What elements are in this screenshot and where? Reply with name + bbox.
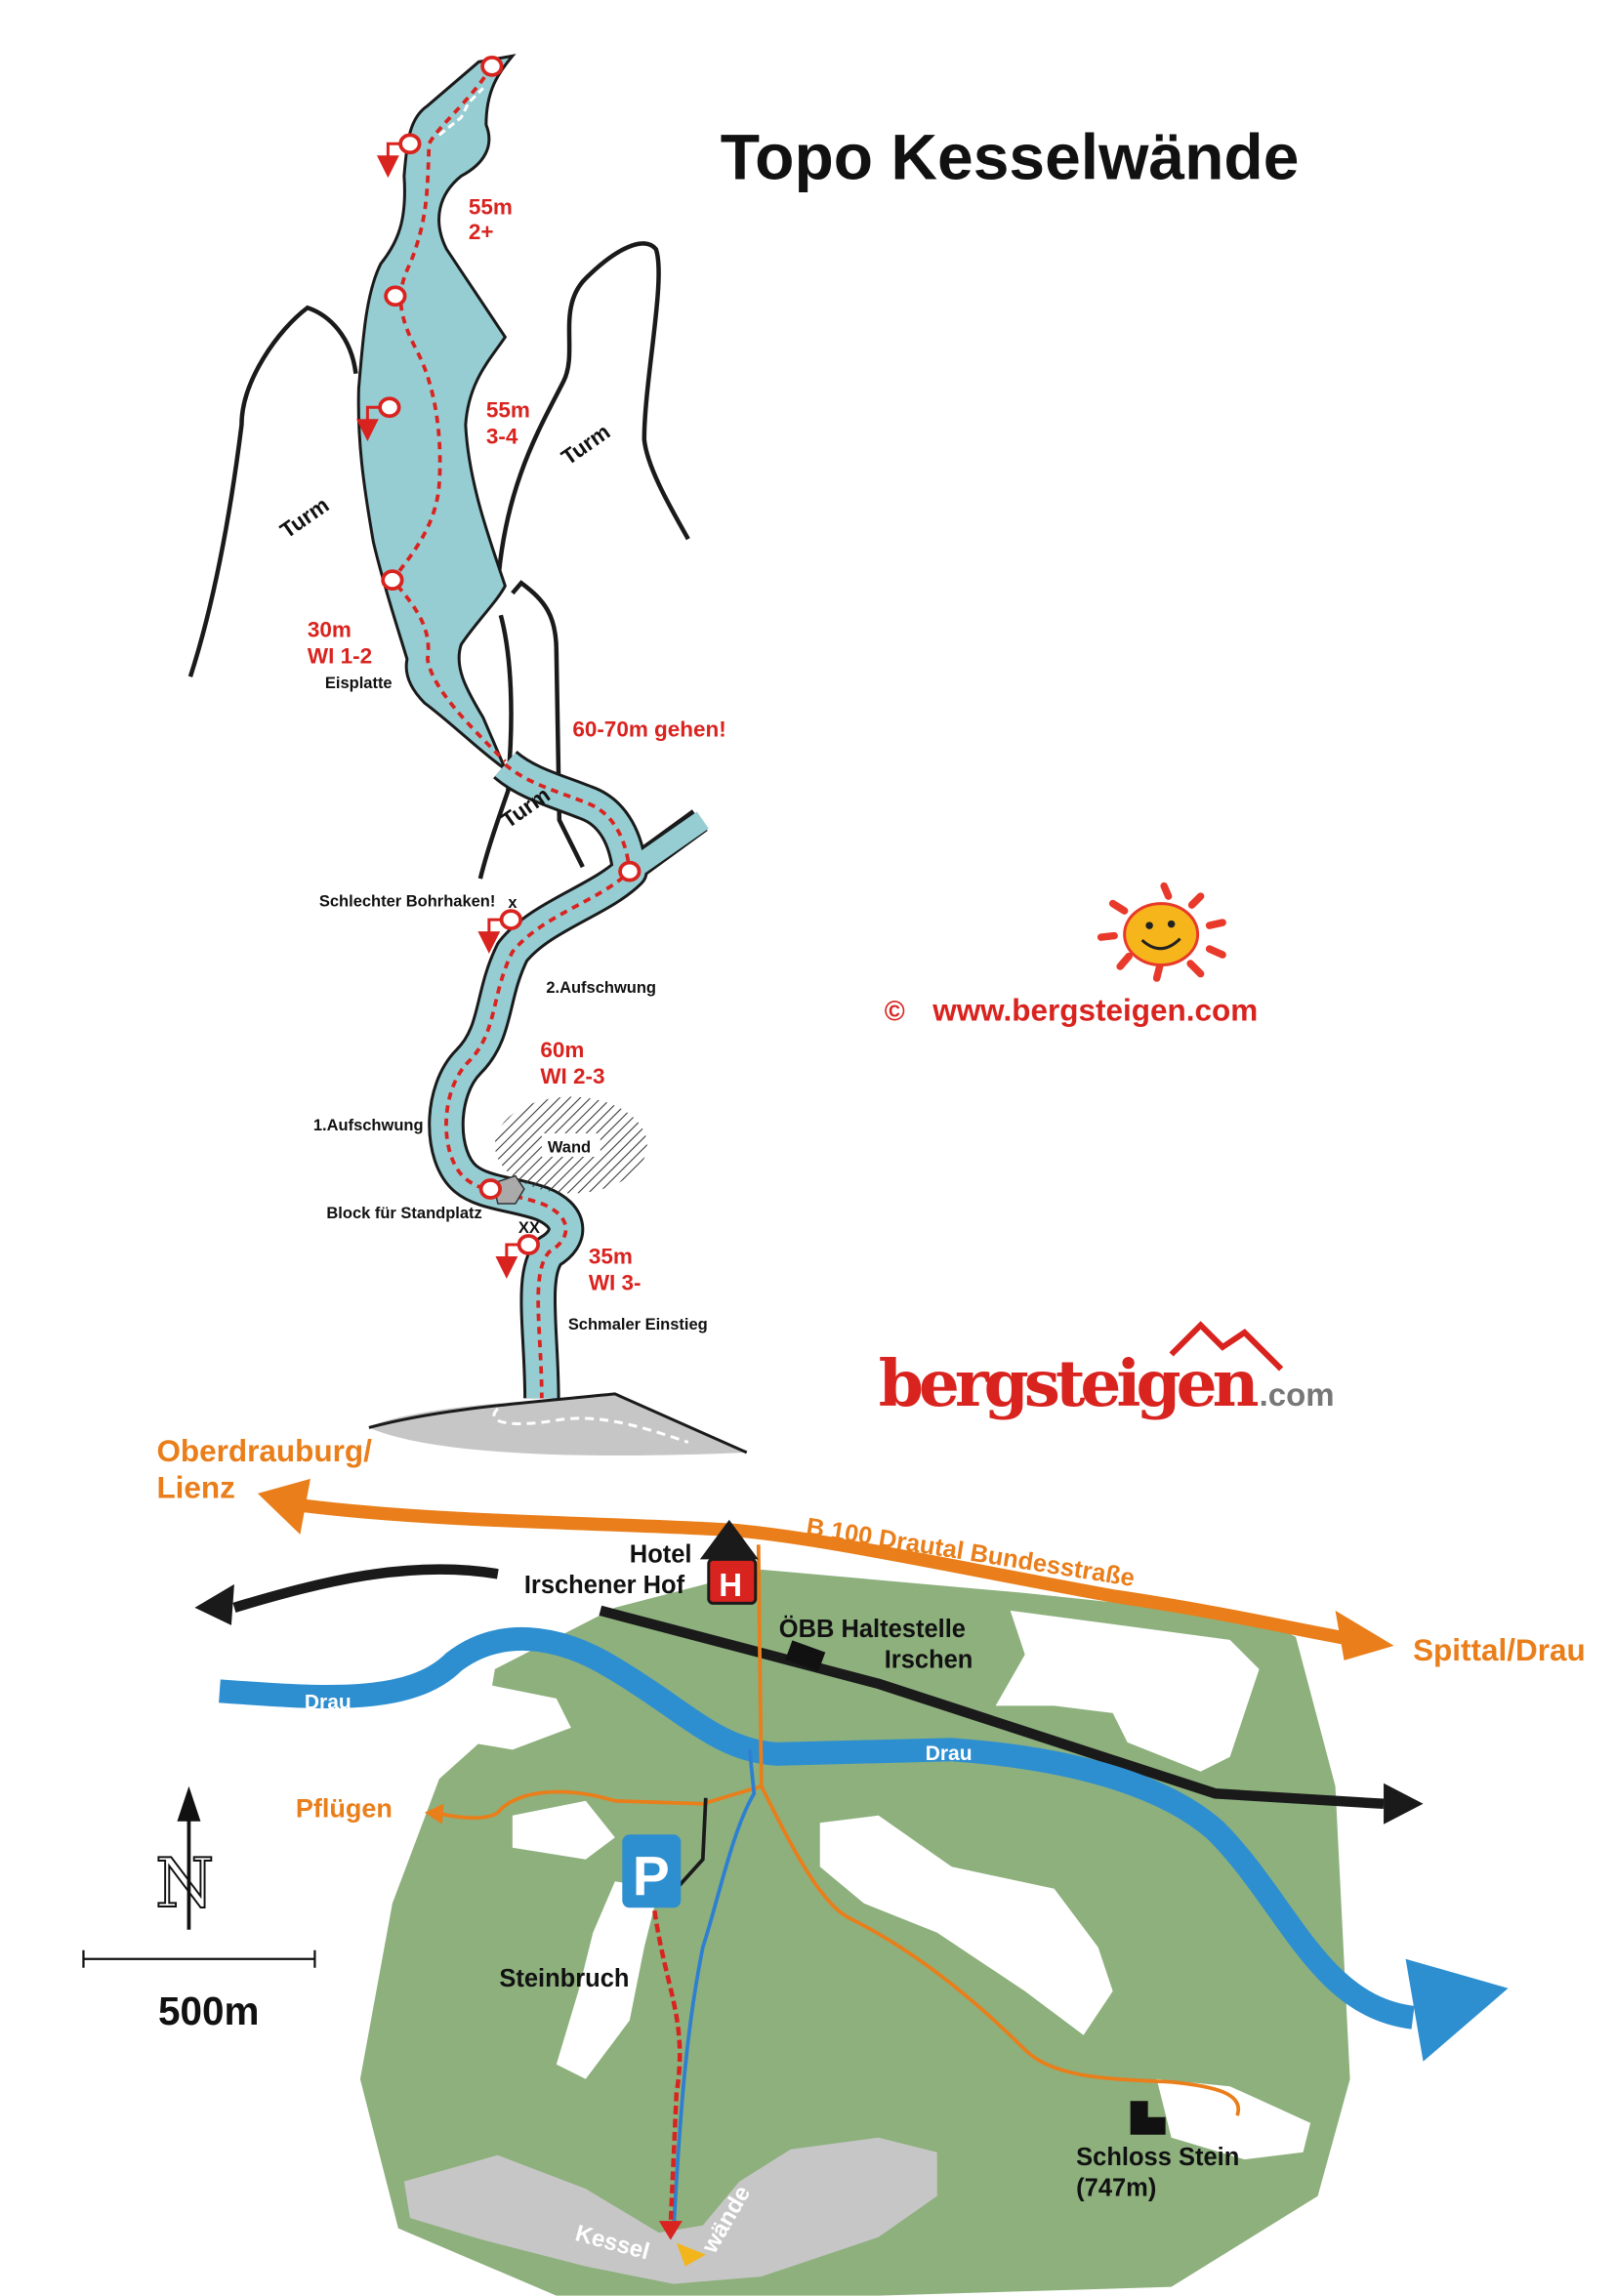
website-link[interactable]: www.bergsteigen.com	[932, 993, 1258, 1028]
parking-letter: P	[633, 1845, 670, 1907]
abseil-icon	[477, 918, 518, 1279]
stream	[671, 1749, 757, 2234]
trail-schloss	[760, 1784, 1241, 2116]
trail-pfluegen	[435, 1544, 764, 1821]
step1-label: 1.Aufschwung	[313, 1117, 424, 1134]
hotel-roof-icon	[699, 1519, 759, 1560]
hotel-label: Hotel	[630, 1540, 692, 1568]
pfluegen-label: Pflügen	[296, 1793, 393, 1823]
arrow-east-icon	[1335, 1610, 1394, 1660]
west-destination: Lienz	[156, 1469, 234, 1504]
logo-text: bergsteigen	[879, 1345, 1260, 1421]
river-label: Drau	[305, 1691, 352, 1713]
walk-note: 60-70m gehen!	[572, 718, 725, 742]
logo-suffix: .com	[1260, 1376, 1335, 1413]
north-arrow-icon: N	[154, 1785, 215, 1930]
pitch-grade: 2+	[469, 220, 494, 244]
descent-path	[437, 87, 484, 137]
page-title: Topo Kesselwände	[721, 120, 1300, 192]
belay-block	[492, 1174, 525, 1205]
pitch-grade: 3-4	[486, 425, 518, 449]
railway	[232, 1564, 499, 1613]
pitch-length: 35m	[589, 1244, 633, 1268]
kesselwaende-rock	[403, 2137, 937, 2284]
ground	[368, 1393, 747, 1456]
entry-label: Schmaler Einstieg	[568, 1316, 708, 1333]
ice-plate-label: Eisplatte	[325, 675, 393, 692]
east-destination: Spittal/Drau	[1413, 1632, 1586, 1667]
castle-label: (747m)	[1076, 2175, 1156, 2202]
pitch-grade: WI 1-2	[308, 644, 372, 669]
belay-stations-upper	[378, 55, 504, 592]
hotel-icon-letter: H	[719, 1567, 742, 1603]
river-label: Drau	[926, 1742, 973, 1765]
open-areas	[468, 1610, 1311, 2160]
parking-icon	[622, 1834, 682, 1908]
route-upper	[390, 64, 507, 763]
pitch-grade: WI 2-3	[540, 1064, 604, 1088]
pitch-length: 55m	[486, 398, 530, 423]
step2-label: 2.Aufschwung	[546, 979, 656, 997]
north-letter: N	[155, 1845, 214, 1923]
approach-route	[652, 1909, 683, 2226]
drau-river	[219, 1627, 1415, 2030]
quarry-label: Steinbruch	[499, 1965, 629, 1992]
copyright-symbol: ©	[885, 997, 905, 1028]
tower-label: Turm	[275, 493, 333, 544]
double-bolt-label: XX	[518, 1219, 540, 1237]
train-station-icon	[785, 1640, 826, 1672]
hotel-label: Irschener Hof	[524, 1572, 685, 1599]
terrain-area	[359, 1569, 1350, 2296]
bad-bolt-label: Schlechter Bohrhaken!	[319, 893, 495, 911]
pitch-length: 55m	[469, 194, 513, 219]
sun-logo	[1097, 882, 1226, 982]
tower-outlines	[187, 241, 690, 880]
tower-label: Turm	[557, 420, 614, 471]
bad-bolt-mark: x	[508, 894, 518, 912]
b100-road	[299, 1498, 1356, 1647]
route-lower	[444, 762, 632, 1399]
belay-stations-lower	[478, 860, 642, 1255]
wall-label: Wand	[548, 1138, 591, 1156]
west-destination: Oberdrauburg/	[156, 1433, 372, 1468]
castle-label: Schloss Stein	[1076, 2144, 1239, 2171]
scale-label: 500m	[158, 1988, 260, 2033]
pitch-length: 30m	[308, 618, 352, 642]
scale-bar: 500m	[82, 1949, 316, 2033]
block-label: Block für Standplatz	[326, 1205, 481, 1222]
station-label: ÖBB Haltestelle	[779, 1615, 966, 1643]
pitch-length: 60m	[540, 1038, 584, 1062]
arrow-west-icon	[257, 1478, 311, 1535]
hotel-icon	[707, 1557, 758, 1605]
abseil-icon	[355, 142, 400, 442]
pitch-grade: WI 3-	[589, 1270, 642, 1294]
castle-icon	[1130, 2101, 1166, 2135]
bergsteigen-logo: bergsteigen .com	[879, 1321, 1335, 1421]
station-label: Irschen	[885, 1646, 973, 1673]
